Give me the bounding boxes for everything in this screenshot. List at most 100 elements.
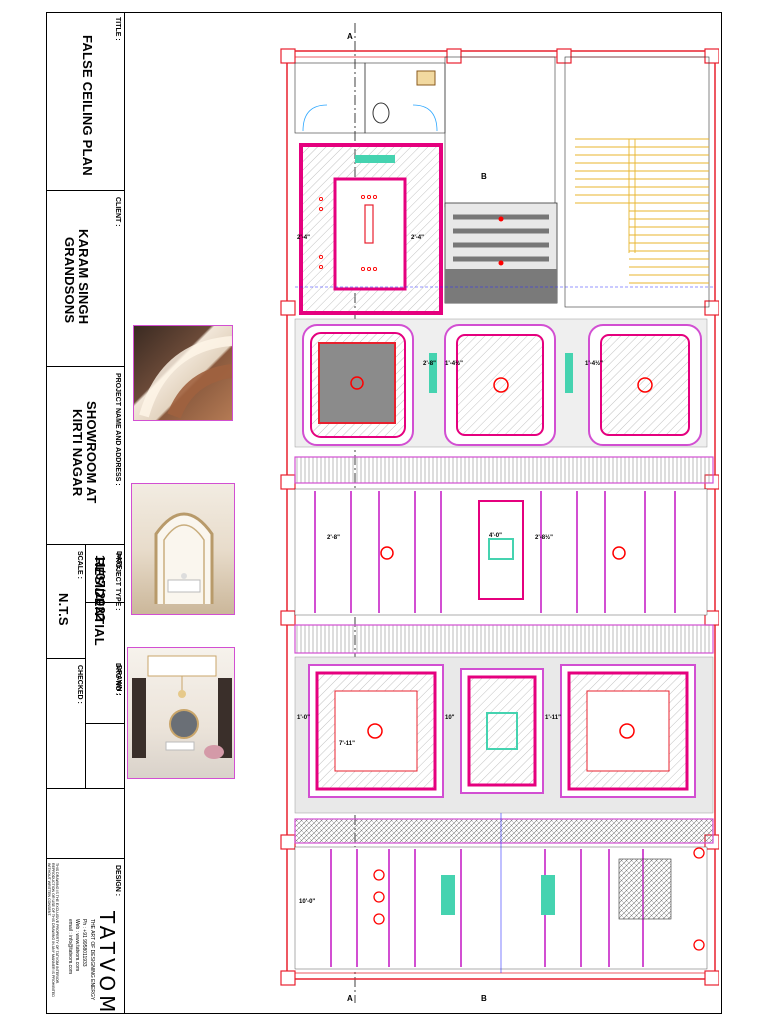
pendant-light-icon xyxy=(619,723,635,739)
arch-render xyxy=(154,512,214,604)
scale-cell: SCALE : N.T.S xyxy=(47,545,86,659)
firm-phone: Ph : +91 9958011933 xyxy=(81,919,87,967)
shaft-area xyxy=(444,56,556,208)
dim-label: 2'-8" xyxy=(327,535,340,541)
blank-cell xyxy=(47,789,125,859)
title-cell: TITLE : FALSE CEILING PLAN xyxy=(47,13,125,191)
cove-ceiling-render xyxy=(139,336,232,419)
section-mark-a-top: A xyxy=(347,32,353,41)
project-cell: PROJECT NAME AND ADDRESS : SHOWROOM AT K… xyxy=(47,367,125,545)
pendant-light-icon xyxy=(637,377,653,393)
reference-image-cove xyxy=(133,325,233,421)
ceiling-strip-2 xyxy=(294,624,714,654)
client-name-line1: KARAM SINGH xyxy=(76,229,91,325)
plan-drawing: A B A B xyxy=(280,23,720,1003)
project-name-line1: SHOWROOM AT xyxy=(84,401,99,504)
ceiling-room-4 xyxy=(308,664,444,798)
dim-label: 1'-4½" xyxy=(445,360,463,367)
drawing-sheet: TITLE : FALSE CEILING PLAN CLIENT : KARA… xyxy=(46,12,722,1017)
dim-label: 1'-4½" xyxy=(585,360,603,367)
stair-treads xyxy=(575,138,709,284)
dim-label: 2'-4" xyxy=(411,235,424,241)
dim-label: 4'-0" xyxy=(489,533,502,539)
dim-label: 1'-0" xyxy=(297,715,310,721)
dim-label: 1'-11" xyxy=(545,715,561,721)
feature-panel xyxy=(618,858,672,920)
ceiling-room-5 xyxy=(460,668,544,794)
washbasin-icon xyxy=(416,70,436,86)
dim-label: 2'-8" xyxy=(423,361,436,367)
project-type-label: PROJECT TYPE : xyxy=(114,553,121,611)
reference-image-lobby xyxy=(127,647,235,779)
title-label: TITLE : xyxy=(114,17,121,41)
cove-verticals-2 xyxy=(330,849,644,967)
ac-grill-icon xyxy=(429,353,437,393)
date-cell: DATE : 11/07/2022 xyxy=(86,545,125,621)
firm-web: Web : www.tatvom.com xyxy=(74,919,80,972)
disclaimer-text: THIS DRAWING IS THE EXCLUSIVE PROPERTY O… xyxy=(47,863,59,997)
scale-label: SCALE : xyxy=(76,551,83,579)
ac-grill-icon xyxy=(565,353,573,393)
door-swing-icon xyxy=(302,104,328,132)
downlights-cabin-1 xyxy=(318,194,378,272)
tatvom-logo: TATVOM xyxy=(95,911,119,1017)
drg-no-cell xyxy=(86,724,125,789)
project-name-line2: KIRTI NAGAR xyxy=(70,409,85,497)
false-ceiling-plan: A B A B xyxy=(239,13,720,1015)
light-point-icon xyxy=(498,260,504,266)
wc-icon xyxy=(372,102,390,124)
dim-label: 2'-4" xyxy=(297,235,310,241)
linear-light-icon xyxy=(364,204,374,244)
client-label: CLIENT : xyxy=(114,197,121,227)
pendant-light-icon xyxy=(612,546,626,560)
ceiling-room-2 xyxy=(429,324,556,446)
ac-grill-icon xyxy=(541,875,555,915)
dim-label: 2'-8½" xyxy=(535,534,553,541)
firm-email: email : info@tatvom.com xyxy=(67,919,73,975)
ac-grill-icon xyxy=(441,875,455,915)
title-block: TITLE : FALSE CEILING PLAN CLIENT : KARA… xyxy=(47,13,125,1017)
project-label: PROJECT NAME AND ADDRESS : xyxy=(114,373,121,486)
pendant-light-icon xyxy=(367,723,383,739)
display-zone xyxy=(294,488,708,616)
client-name-line2: GRANDSONS xyxy=(62,237,77,324)
checked-cell: CHECKED : xyxy=(47,659,86,789)
light-point-icon xyxy=(498,216,504,222)
door-swing-icon-2 xyxy=(412,104,438,132)
chandelier-icon xyxy=(486,712,518,750)
ceiling-strip-3 xyxy=(294,818,714,844)
ceiling-room-6 xyxy=(560,664,696,798)
ac-grill-icon xyxy=(355,155,395,163)
dim-label: 10'-0" xyxy=(299,899,315,905)
lift-dark-panel xyxy=(445,269,557,303)
title-value: FALSE CEILING PLAN xyxy=(80,35,95,176)
pendant-light-icon xyxy=(380,546,394,560)
display-niche xyxy=(478,500,524,600)
ceiling-room-3 xyxy=(565,324,702,446)
toilet-room xyxy=(294,62,366,134)
client-cell: CLIENT : KARAM SINGH GRANDSONS xyxy=(47,191,125,367)
scale-value: N.T.S xyxy=(56,593,71,626)
section-mark-b-top: B xyxy=(481,172,487,181)
pendant-light-icon xyxy=(493,377,509,393)
cove-verticals xyxy=(314,491,676,613)
firm-tagline: THE ART OF DESIGNING ENERGY xyxy=(89,919,95,1001)
ceiling-strip-1 xyxy=(294,456,714,484)
section-mark-b-bottom: B xyxy=(481,994,487,1003)
dim-label: 7'-11" xyxy=(339,741,355,747)
dim-label: 10" xyxy=(445,715,455,721)
lobby-render xyxy=(132,655,232,759)
outer-wall xyxy=(286,50,716,980)
drg-no-label: DRG NO : xyxy=(114,663,121,696)
checked-label: CHECKED : xyxy=(76,665,83,704)
design-cell: DESIGN : TATVOM THE ART OF DESIGNING ENE… xyxy=(47,859,125,1017)
staircase xyxy=(564,56,710,308)
section-mark-a-bottom: A xyxy=(347,994,353,1003)
design-label: DESIGN : xyxy=(114,865,121,897)
chandelier-icon xyxy=(488,538,514,560)
reference-image-arch xyxy=(131,483,235,615)
ceiling-room-1 xyxy=(302,324,414,446)
pendant-cluster xyxy=(373,847,705,951)
pendant-light-icon xyxy=(350,376,364,390)
project-type-value: RESIDENTIAL xyxy=(92,557,107,646)
